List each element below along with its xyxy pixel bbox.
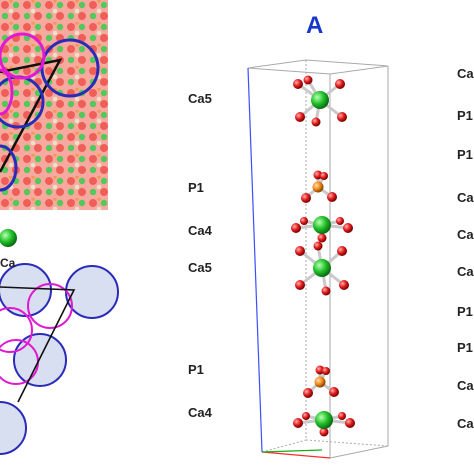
site-label-ca4: Ca4 bbox=[188, 223, 212, 238]
ca5-site-lower bbox=[295, 241, 349, 296]
calcium-atom bbox=[313, 259, 331, 277]
site-label-ca5: Ca5 bbox=[188, 91, 212, 106]
oxygen-atom bbox=[320, 172, 328, 180]
oxygen-atom bbox=[339, 280, 349, 290]
right-site-label: Ca bbox=[457, 66, 474, 81]
magenta-ring bbox=[0, 32, 46, 80]
oxygen-atom bbox=[293, 418, 303, 428]
oxygen-atom bbox=[295, 246, 305, 256]
p1-site-upper bbox=[301, 170, 337, 203]
crystal-surface-image bbox=[0, 0, 108, 210]
site-label-p1: P1 bbox=[188, 180, 204, 195]
oxygen-atom bbox=[345, 418, 355, 428]
blue-ring bbox=[0, 263, 52, 317]
blue-ring bbox=[0, 401, 27, 455]
oxygen-atom bbox=[295, 280, 305, 290]
magenta-ring bbox=[27, 283, 73, 329]
oxygen-atom bbox=[337, 246, 347, 256]
site-label-ca5: Ca5 bbox=[188, 260, 212, 275]
schematic-panel bbox=[0, 263, 119, 455]
oxygen-atom bbox=[322, 367, 330, 375]
ca5-site-upper bbox=[293, 75, 347, 127]
right-site-label: P1 bbox=[457, 304, 473, 319]
site-label-ca4: Ca4 bbox=[188, 405, 212, 420]
calcium-atom bbox=[313, 216, 331, 234]
oxygen-atom bbox=[335, 79, 345, 89]
calcium-atom bbox=[311, 91, 329, 109]
oxygen-atom bbox=[317, 233, 327, 243]
p1-site-lower bbox=[303, 365, 339, 398]
blue-ring bbox=[13, 333, 67, 387]
right-site-label: P1 bbox=[457, 147, 473, 162]
ca4-site-lower bbox=[293, 411, 355, 437]
oxygen-atom bbox=[293, 79, 303, 89]
axis-c-line bbox=[261, 449, 323, 453]
calcium-legend-sphere bbox=[0, 229, 17, 247]
oxygen-atom bbox=[338, 412, 346, 420]
oxygen-atom bbox=[336, 217, 344, 225]
magenta-ring bbox=[0, 68, 14, 116]
blue-ring bbox=[0, 144, 18, 192]
oxygen-atom bbox=[301, 193, 311, 203]
right-site-label: Ca bbox=[457, 416, 474, 431]
oxygen-atom bbox=[302, 412, 310, 420]
triangle-outline bbox=[0, 58, 63, 173]
oxygen-atom bbox=[313, 241, 323, 251]
right-site-label: Ca bbox=[457, 378, 474, 393]
right-site-label: Ca bbox=[457, 190, 474, 205]
oxygen-atom bbox=[291, 223, 301, 233]
oxygen-atom bbox=[303, 75, 313, 85]
phosphorus-atom bbox=[314, 376, 326, 388]
right-site-label: Ca bbox=[457, 264, 474, 279]
axis-b-line bbox=[261, 451, 331, 459]
panel-title: A bbox=[306, 12, 324, 39]
oxygen-atom bbox=[311, 117, 321, 127]
triangle-outline bbox=[0, 286, 76, 403]
oxygen-atom bbox=[321, 286, 331, 296]
surface-view-panel bbox=[0, 0, 108, 210]
site-label-p1: P1 bbox=[188, 362, 204, 377]
oxygen-atom bbox=[300, 217, 308, 225]
oxygen-atom bbox=[329, 387, 339, 397]
axis-a-line bbox=[247, 67, 263, 453]
right-site-label: P1 bbox=[457, 108, 473, 123]
right-site-label: P1 bbox=[457, 340, 473, 355]
magenta-ring bbox=[0, 307, 33, 353]
ca4-site-upper bbox=[291, 216, 353, 243]
calcium-atom bbox=[315, 411, 333, 429]
right-site-label: Ca bbox=[457, 227, 474, 242]
oxygen-atom bbox=[295, 112, 305, 122]
phosphorus-atom bbox=[312, 181, 324, 193]
oxygen-atom bbox=[303, 388, 313, 398]
oxygen-atom bbox=[319, 427, 329, 437]
oxygen-atom bbox=[337, 112, 347, 122]
oxygen-atom bbox=[327, 192, 337, 202]
legend-label: Ca bbox=[0, 256, 16, 270]
oxygen-atom bbox=[343, 223, 353, 233]
